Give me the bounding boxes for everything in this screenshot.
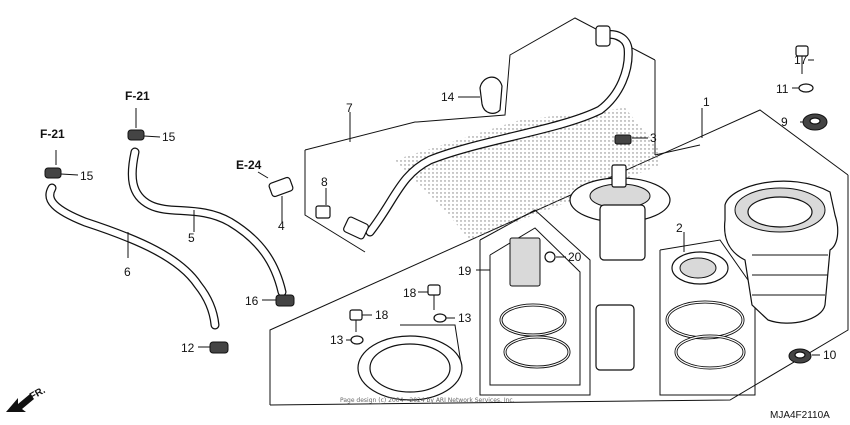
group-outline-gasket (400, 324, 463, 371)
copyright-note: Page design (c) 2004 - 2024 by ARI Netwo… (340, 397, 515, 404)
fitting-8 (315, 205, 331, 219)
fitting-4 (268, 176, 294, 198)
callout-16: 16 (245, 294, 259, 308)
callout-13b: 13 (458, 311, 472, 325)
clamp-14 (479, 76, 503, 114)
gasket-plate (357, 335, 463, 401)
callout-5: 5 (188, 231, 195, 245)
strainer-disc-2 (665, 251, 746, 370)
callout-19: 19 (458, 264, 472, 278)
grommet-10 (788, 348, 812, 364)
clip-15b (127, 129, 145, 141)
callout-17: 17 (794, 53, 808, 67)
ref-f21a: F-21 (40, 127, 65, 141)
callout-13a: 13 (330, 333, 344, 347)
shaded-region (395, 108, 660, 240)
fuel-hose-7 (343, 25, 633, 240)
clip-12 (209, 341, 229, 354)
bolt-17 (795, 45, 809, 74)
washer-13b (350, 335, 364, 345)
callout-14: 14 (441, 90, 455, 104)
callout-1: 1 (703, 95, 710, 109)
bolt-18b (349, 309, 363, 332)
callout-12: 12 (181, 341, 195, 355)
ref-f21b: F-21 (125, 89, 150, 103)
filter-kit-19 (499, 237, 635, 371)
pump-module (569, 164, 671, 261)
callout-10: 10 (823, 348, 837, 362)
clip-15a (44, 167, 62, 179)
washer-13a (433, 313, 447, 323)
ref-e24: E-24 (236, 158, 262, 172)
drain-hose-6 (45, 183, 220, 330)
callout-18a: 18 (403, 286, 417, 300)
group-outline-hoses (304, 17, 656, 253)
leader-lines (55, 59, 820, 356)
group-outline-strainer-kit (659, 239, 756, 396)
callout-15b: 15 (162, 130, 176, 144)
fuel-pump-housing-1 (723, 180, 839, 324)
clip-16 (275, 294, 295, 307)
callout-20: 20 (568, 250, 582, 264)
diagram-code: MJA4F2110A (770, 410, 830, 421)
callout-2: 2 (676, 221, 683, 235)
callout-8: 8 (321, 175, 328, 189)
grommet-9 (802, 113, 828, 131)
direction-label: FR. (28, 385, 48, 403)
washer-11 (798, 83, 814, 93)
bolt-18a (427, 284, 441, 310)
callout-4: 4 (278, 219, 285, 233)
clamp-3 (614, 134, 632, 145)
callout-11: 11 (776, 82, 789, 96)
callout-18b: 18 (375, 308, 389, 322)
breather-hose-5 (127, 147, 287, 297)
callout-6: 6 (124, 265, 131, 279)
callout-9: 9 (781, 115, 788, 129)
callout-7: 7 (346, 101, 353, 115)
callout-3: 3 (650, 131, 657, 145)
callout-15a: 15 (80, 169, 94, 183)
direction-arrow-icon (6, 394, 34, 412)
